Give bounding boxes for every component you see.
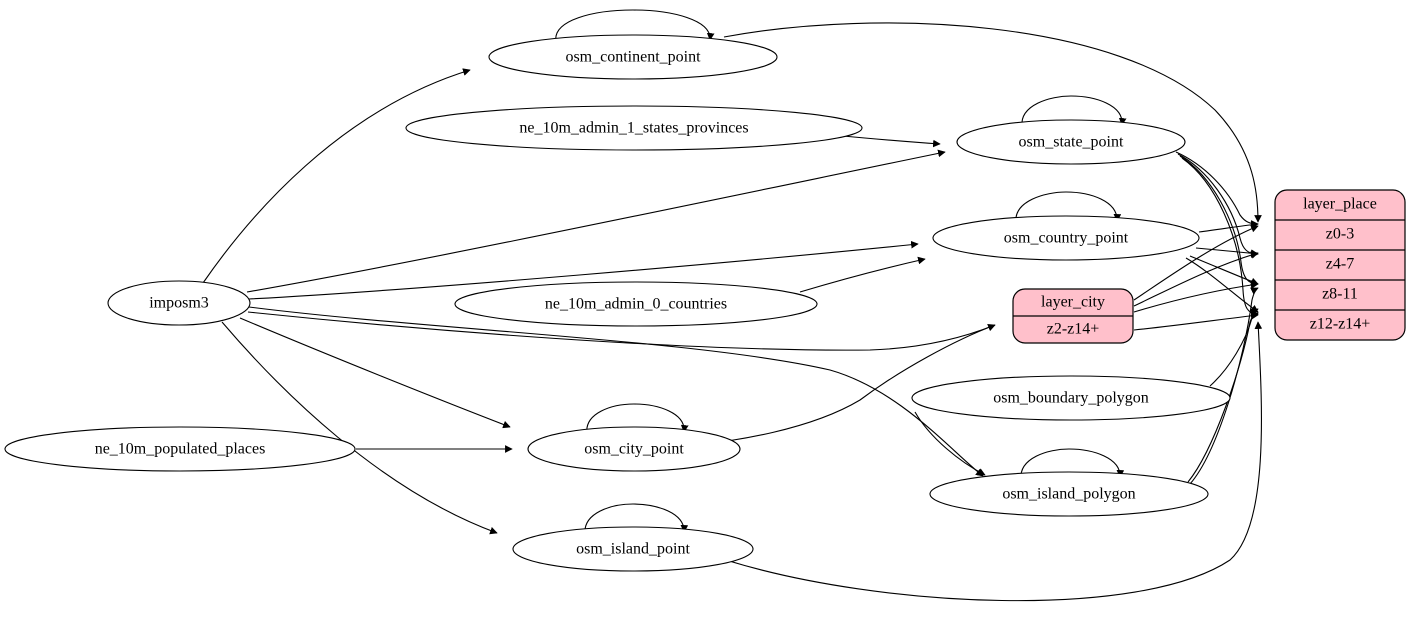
record-row-layer_place-z12-z14[interactable]: z12-z14+ <box>1310 316 1371 333</box>
record-layer_city[interactable]: layer_city z2-z14+ <box>1012 288 1134 344</box>
edge-osm_island_polygon-to-layer_place-z12-z14 <box>1187 311 1259 483</box>
node-ne_10m_admin_0_countries[interactable]: ne_10m_admin_0_countries <box>454 281 818 327</box>
node-label-ne_10m_admin_1_states_provinces: ne_10m_admin_1_states_provinces <box>519 120 748 137</box>
edge-imposm3-to-osm_island_point <box>221 321 498 535</box>
edge-osm_continent_point-self-loop <box>555 9 715 43</box>
edge-osm_country_point-self-loop <box>1015 191 1122 223</box>
edge-ne_10m_admin_1_states_provinces-to-osm_state_point <box>842 135 941 148</box>
record-row-layer_city-z2-z14[interactable]: z2-z14+ <box>1047 321 1100 338</box>
node-ne_10m_admin_1_states_provinces[interactable]: ne_10m_admin_1_states_provinces <box>405 105 863 151</box>
edge-osm_country_point-to-layer_place-z12-z14 <box>1185 257 1259 313</box>
edge-imposm3-to-osm_city_point <box>239 317 511 429</box>
node-label-ne_10m_admin_0_countries: ne_10m_admin_0_countries <box>545 296 727 313</box>
edges-layer <box>202 9 1263 602</box>
edge-osm_state_point-to-layer_place-z4-7 <box>1177 153 1259 258</box>
edge-imposm3-to-osm_state_point <box>246 149 946 293</box>
record-header-layer_city: layer_city <box>1041 294 1105 311</box>
node-imposm3[interactable]: imposm3 <box>107 280 251 326</box>
edge-ne_10m_admin_0_countries-to-osm_country_point <box>799 256 926 293</box>
edge-imposm3-to-osm_continent_point <box>202 68 471 284</box>
edge-layer_city-to-layer_place-z12-z14 <box>1133 311 1259 331</box>
edge-osm_island_point-self-loop <box>584 503 689 535</box>
edge-layer_city-to-layer_place-z0-3 <box>1133 225 1259 301</box>
edge-layer_city-to-layer_place-z8-11 <box>1133 281 1259 313</box>
edge-osm_country_point-to-layer_place-z8-11 <box>1189 255 1259 286</box>
node-label-osm_continent_point: osm_continent_point <box>565 49 701 66</box>
node-label-ne_10m_populated_places: ne_10m_populated_places <box>95 441 266 458</box>
record-header-layer_place: layer_place <box>1303 196 1377 213</box>
node-osm_continent_point[interactable]: osm_continent_point <box>488 34 778 80</box>
edge-osm_boundary_polygon-to-osm_island_polygon <box>914 411 986 476</box>
edge-imposm3-to-layer_city <box>247 311 996 351</box>
node-label-osm_island_polygon: osm_island_polygon <box>1002 486 1135 503</box>
node-osm_island_point[interactable]: osm_island_point <box>512 526 754 572</box>
edge-osm_island_polygon-to-layer_place-z8-11 <box>1189 287 1259 485</box>
edge-layer_city-to-layer_place-z4-7 <box>1133 251 1259 307</box>
record-row-layer_place-z8-11[interactable]: z8-11 <box>1322 286 1358 303</box>
node-label-osm_country_point: osm_country_point <box>1004 230 1129 247</box>
edge-osm_island_point-to-layer_place <box>725 321 1263 602</box>
node-label-osm_city_point: osm_city_point <box>584 441 684 458</box>
nodes-layer: osm_continent_point ne_10m_admin_1_state… <box>4 34 1231 572</box>
node-label-osm_boundary_polygon: osm_boundary_polygon <box>993 390 1149 407</box>
node-osm_city_point[interactable]: osm_city_point <box>527 426 741 472</box>
record-layer_place[interactable]: layer_place z0-3 z4-7 z8-11 z12-z14+ <box>1274 189 1406 341</box>
edge-osm_state_point-to-layer_place-z8-11 <box>1179 155 1259 288</box>
edge-imposm3-to-osm_country_point <box>248 240 919 300</box>
node-osm_island_polygon[interactable]: osm_island_polygon <box>929 471 1209 517</box>
node-osm_state_point[interactable]: osm_state_point <box>956 119 1186 165</box>
edge-imposm3-to-osm_island_polygon <box>248 306 984 477</box>
node-osm_country_point[interactable]: osm_country_point <box>932 215 1200 261</box>
edge-osm_city_point-to-layer_city <box>699 324 996 445</box>
node-label-osm_state_point: osm_state_point <box>1019 134 1124 151</box>
edge-osm_island_polygon-self-loop <box>1020 448 1125 480</box>
edge-osm_city_point-self-loop <box>586 403 689 435</box>
edge-osm_state_point-to-layer_place-z12-z14 <box>1181 157 1259 318</box>
node-label-imposm3: imposm3 <box>149 295 209 312</box>
edge-osm_state_point-self-loop <box>1021 95 1127 127</box>
node-label-osm_island_point: osm_island_point <box>576 541 690 558</box>
record-row-layer_place-z4-7[interactable]: z4-7 <box>1326 256 1354 273</box>
node-ne_10m_populated_places[interactable]: ne_10m_populated_places <box>4 426 356 472</box>
node-osm_boundary_polygon[interactable]: osm_boundary_polygon <box>911 375 1231 421</box>
edge-osm_country_point-to-layer_place-z0-3 <box>1198 220 1259 233</box>
edge-osm_continent_point-to-layer_place <box>723 22 1262 223</box>
record-row-layer_place-z0-3[interactable]: z0-3 <box>1326 226 1354 243</box>
